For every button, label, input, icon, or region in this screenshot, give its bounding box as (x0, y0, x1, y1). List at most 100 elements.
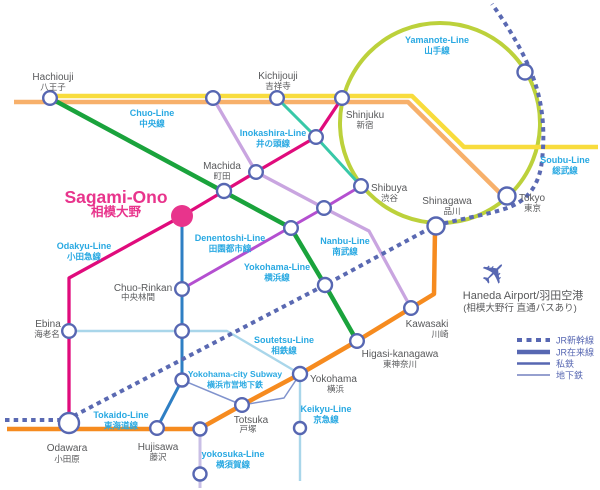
station-shinjuku (334, 89, 351, 106)
soubu-line-label-ja: 総武線 (552, 166, 578, 176)
tokaido-line-label: Tokaido-Line (93, 410, 148, 420)
station-label-totsuka: Totsuka (234, 415, 269, 426)
station-chuo-rinkan (173, 281, 190, 298)
yokohama-subway-label-ja: 横浜市営地下鉄 (207, 380, 264, 390)
station-kichijouji (269, 89, 286, 106)
denentoshi-line-label: Denentoshi-Line (195, 233, 266, 243)
airplane-icon: ✈ (472, 251, 516, 295)
keikyu-line-label-ja: 京急線 (313, 415, 339, 425)
station-label-yokohama: Yokohama (310, 374, 357, 385)
chuo-rapid-line (14, 99, 503, 196)
station-label-ja-shinagawa: 品川 (443, 206, 460, 216)
station-label-shinjuku: Shinjuku (346, 110, 384, 121)
station-odakyu-nanbu-junction (247, 163, 264, 180)
station-label-ja-hujisawa: 藤沢 (149, 452, 167, 462)
chuo-line-label: Chuo-Line (130, 108, 175, 118)
station-label-higasi-kanagawa: Higasi-kanagawa (362, 349, 439, 360)
yokohama-subway-label: Yokohama-city Subway (188, 369, 283, 379)
yokosuka-line-label-ja: 横須賀線 (215, 460, 251, 470)
station-label-kichijouji: Kichijouji (258, 71, 297, 82)
station-label-ja-hachiouji: 八王子 (40, 82, 66, 92)
yokohama-line (48, 96, 359, 343)
station-denentoshi-nanbu-junction (316, 199, 333, 216)
nanbu-line-label-ja: 南武線 (332, 247, 358, 257)
station-label-ja-tokyo: 東京 (524, 203, 541, 213)
station-yokohama (291, 365, 309, 383)
legend-label-subway-thin: 地下鉄 (556, 370, 583, 381)
station-label-ja-chuo-rinkan: 中央林間 (121, 292, 155, 302)
station-machida (215, 182, 233, 200)
station-label-ja-kawasaki: 川崎 (431, 329, 449, 339)
station-label-chuo-rinkan: Chuo-Rinkan (114, 283, 172, 294)
shinkansen-line (5, 2, 546, 422)
station-label-ja-higasi-kanagawa: 東神奈川 (383, 359, 417, 369)
station-label-ja-sagami-ono: 相模大野 (91, 204, 142, 219)
station-label-ja-shibuya: 渋谷 (381, 193, 399, 203)
station-kawasaki (403, 300, 420, 317)
yokohama-subway-line (181, 373, 301, 406)
station-label-tokyo: Tokyo (519, 193, 546, 204)
station-tokaido-yokosuka-junction (192, 421, 208, 437)
odakyu-line-label-ja: 小田急線 (66, 252, 102, 262)
keikyu-line-label: Keikyu-Line (300, 404, 351, 414)
station-tokyo (497, 186, 517, 206)
station-label-shinagawa: Shinagawa (422, 196, 472, 207)
station-label-machida: Machida (203, 161, 241, 172)
soubu-chuo-local-line (44, 93, 598, 150)
station-odakyu-inokashira-junction (308, 128, 325, 145)
odakyu-enoshima-line (155, 216, 184, 429)
station-label-ja-kichijouji: 吉祥寺 (265, 81, 291, 91)
tokaido-line-label-ja: 東海道線 (104, 421, 139, 431)
station-label-ja-machida: 町田 (213, 171, 230, 181)
soutetsu-line (69, 329, 301, 376)
station-label-hujisawa: Hujisawa (138, 442, 179, 453)
station-label-hachiouji: Hachiouji (32, 72, 73, 83)
soutetsu-line-label-ja: 相鉄線 (271, 346, 297, 356)
yamanote-line-label: Yamanote-Line (405, 35, 469, 45)
odakyu-line-label: Odakyu-Line (57, 241, 112, 251)
station-label-ja-shinjuku: 新宿 (356, 120, 373, 130)
yokohama-line-label-ja: 横浜線 (263, 273, 290, 283)
yokosuka-line-label: yokosuka-Line (201, 449, 264, 459)
station-sagami-ono (171, 205, 193, 227)
station-ebina (61, 323, 78, 340)
nanbu-line-label: Nanbu-Line (320, 236, 370, 246)
legend-label-private-medium: 私鉄 (556, 358, 574, 369)
station-higasi-kanagawa (349, 333, 366, 350)
station-shinagawa (426, 216, 446, 236)
legend-label-shinkansen-dashed: JR新幹線 (556, 335, 594, 346)
soutetsu-line-label: Soutetsu-Line (254, 335, 314, 345)
haneda-bus-note: (相模大野行 直通バスあり) (463, 302, 576, 314)
station-label-ja-totsuka: 戸塚 (239, 424, 257, 434)
station-soutetsu-enoshima-junction (173, 323, 190, 340)
station-label-kawasaki: Kawasaki (406, 319, 449, 330)
station-shibuya (353, 177, 370, 194)
station-hachiouji (42, 89, 59, 106)
station-totsuka (233, 397, 250, 414)
station-yokohamaline-denentoshi-junction (283, 219, 300, 236)
legend-label-jr-thick: JR在来線 (556, 347, 594, 358)
denentoshi-line-label-ja: 田園都市線 (209, 244, 252, 254)
chuo-line-label-ja: 中央線 (139, 119, 165, 129)
station-chuo-nanbu-junction (204, 89, 221, 106)
station-label-ja-yokohama: 横浜 (327, 384, 345, 394)
station-keikyu-station (292, 420, 308, 436)
station-label-odawara: Odawara (47, 443, 88, 454)
station-label-ja-odawara: 小田原 (54, 454, 80, 464)
station-label-sagami-ono: Sagami-Ono (64, 187, 167, 207)
station-hujisawa (148, 420, 165, 437)
yamanote-line-label-ja: 山手線 (424, 46, 450, 56)
station-odawara (57, 411, 81, 435)
inokashira-line-label-ja: 井の頭線 (256, 139, 291, 149)
station-yamanote-shinkansen-station (516, 63, 534, 81)
station-label-ja-ebina: 海老名 (34, 329, 60, 339)
inokashira-line-label: Inokashira-Line (240, 128, 307, 138)
station-label-shibuya: Shibuya (371, 183, 408, 194)
yokohama-line-label: Yokohama-Line (244, 262, 310, 272)
station-yokosuka-terminal (192, 466, 208, 482)
haneda-airport-label: Haneda Airport/羽田空港 (463, 288, 583, 302)
station-label-ebina: Ebina (35, 319, 61, 330)
station-enoshima-subway-junction (174, 372, 190, 388)
station-yokohamaline-shinkansen-junction (316, 276, 334, 294)
